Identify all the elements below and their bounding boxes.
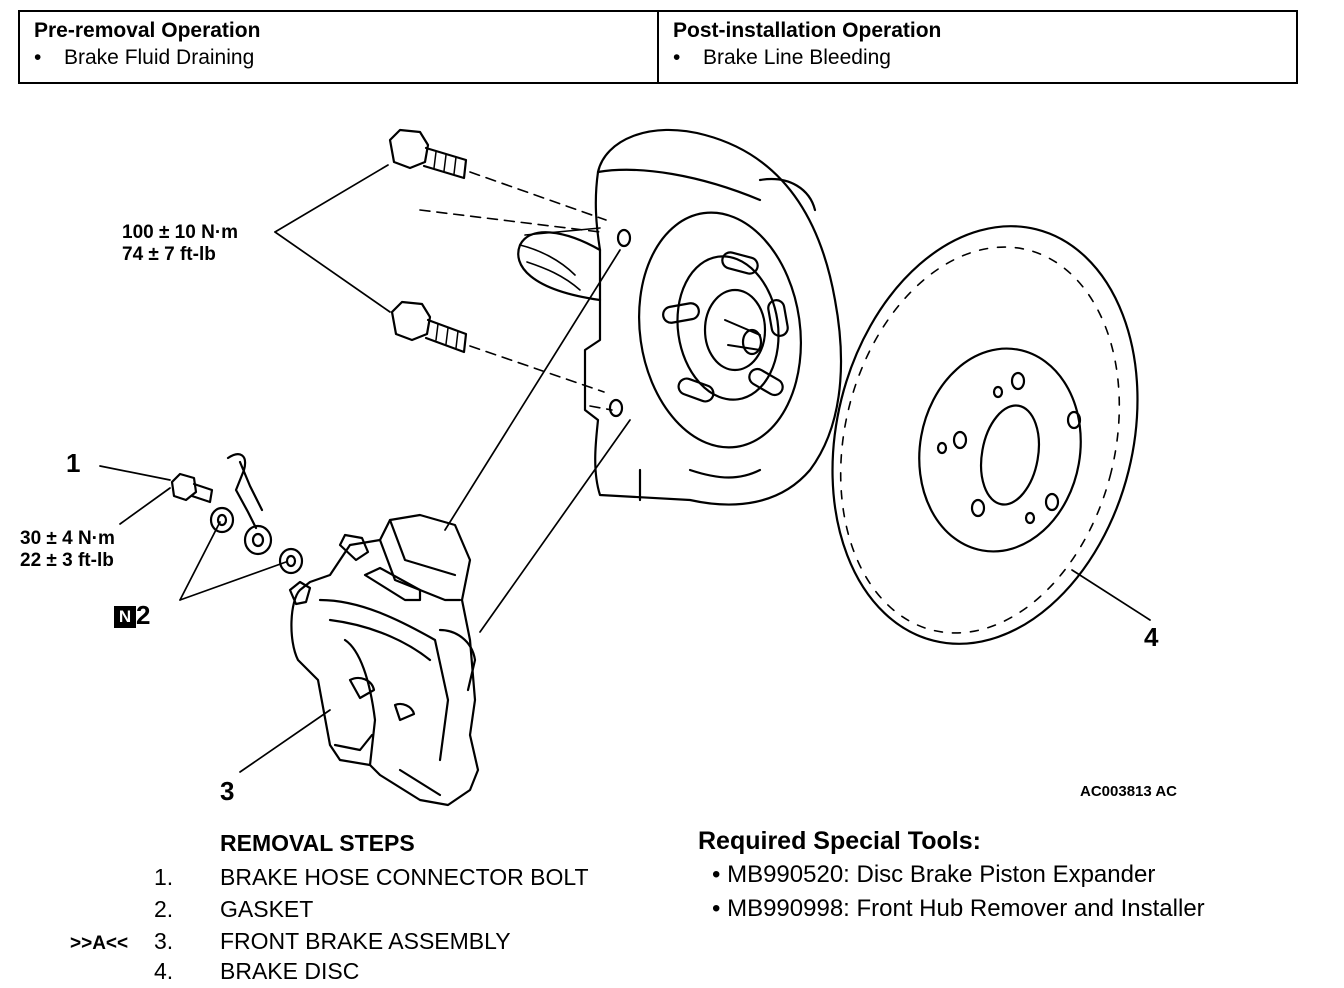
- upper-bolt-torque: 100 ± 10 N·m 74 ± 7 ft-lb: [122, 222, 238, 266]
- callout-1: 1: [66, 448, 81, 478]
- step-mark: >>A<<: [70, 933, 129, 954]
- step-index: 4.: [154, 958, 174, 984]
- connector-bolt-torque: 30 ± 4 N·m 22 ± 3 ft-lb: [20, 528, 115, 572]
- bullet-icon: •: [673, 46, 681, 69]
- alignment-lines: [419, 171, 613, 411]
- tool-text: MB990998: Front Hub Remover and Installe…: [727, 895, 1205, 922]
- post-installation-item: • Brake Line Bleeding: [673, 45, 1282, 71]
- removal-step: 2. GASKET: [70, 896, 313, 923]
- removal-step: 1. BRAKE HOSE CONNECTOR BOLT: [70, 864, 589, 891]
- bullet-icon: •: [34, 46, 42, 69]
- new-part-badge: N: [114, 606, 136, 629]
- step-text: FRONT BRAKE ASSEMBLY: [220, 928, 511, 954]
- gasket-rings: [209, 506, 304, 575]
- steering-knuckle: [517, 128, 843, 506]
- pre-removal-item-text: Brake Fluid Draining: [64, 46, 255, 69]
- brake-hose: [226, 453, 273, 556]
- lower-torque-ftlb: 22 ± 3 ft-lb: [20, 550, 114, 571]
- removal-step: 4. BRAKE DISC: [70, 958, 359, 985]
- bullet-icon: •: [712, 861, 721, 888]
- lower-torque-nm: 30 ± 4 N·m: [20, 528, 115, 549]
- upper-torque-nm: 100 ± 10 N·m: [122, 222, 239, 243]
- step-index: 3.: [154, 928, 174, 954]
- step-index: 2.: [154, 896, 174, 922]
- removal-steps-title: REMOVAL STEPS: [220, 830, 415, 856]
- brake-disc: [831, 225, 1139, 645]
- removal-step: >>A<< 3. FRONT BRAKE ASSEMBLY: [70, 928, 511, 955]
- post-installation-item-text: Brake Line Bleeding: [703, 46, 891, 69]
- step-text: BRAKE DISC: [220, 958, 360, 984]
- tool-item: • MB990520: Disc Brake Piston Expander: [698, 858, 1338, 892]
- lower-caliper-bolt: [390, 300, 468, 354]
- upper-caliper-bolt: [388, 128, 468, 180]
- post-installation-title: Post-installation Operation: [673, 19, 942, 42]
- pre-removal-title: Pre-removal Operation: [34, 19, 261, 42]
- step-index: 1.: [154, 864, 174, 890]
- brake-caliper-assembly: [288, 513, 480, 807]
- special-tools-title: Required Special Tools:: [698, 827, 981, 855]
- tool-text: MB990520: Disc Brake Piston Expander: [727, 861, 1156, 888]
- callout-3: 3: [220, 776, 235, 806]
- callout-4: 4: [1144, 622, 1159, 652]
- operations-table: Pre-removal Operation • Brake Fluid Drai…: [18, 10, 1298, 84]
- pre-removal-item: • Brake Fluid Draining: [34, 45, 643, 71]
- tool-item: • MB990998: Front Hub Remover and Instal…: [698, 892, 1338, 926]
- bullet-icon: •: [712, 895, 721, 922]
- post-installation-cell: Post-installation Operation • Brake Line…: [657, 12, 1296, 82]
- figure-reference: AC003813 AC: [1080, 783, 1177, 800]
- pre-removal-cell: Pre-removal Operation • Brake Fluid Drai…: [20, 12, 657, 82]
- step-text: GASKET: [220, 896, 314, 922]
- upper-torque-ftlb: 74 ± 7 ft-lb: [122, 244, 216, 265]
- leader-lines: [99, 164, 1151, 773]
- callout-2-number: 2: [136, 600, 151, 630]
- hose-connector-bolt: [170, 472, 214, 504]
- step-text: BRAKE HOSE CONNECTOR BOLT: [220, 864, 589, 890]
- special-tools: Required Special Tools: • MB990520: Disc…: [698, 824, 1338, 926]
